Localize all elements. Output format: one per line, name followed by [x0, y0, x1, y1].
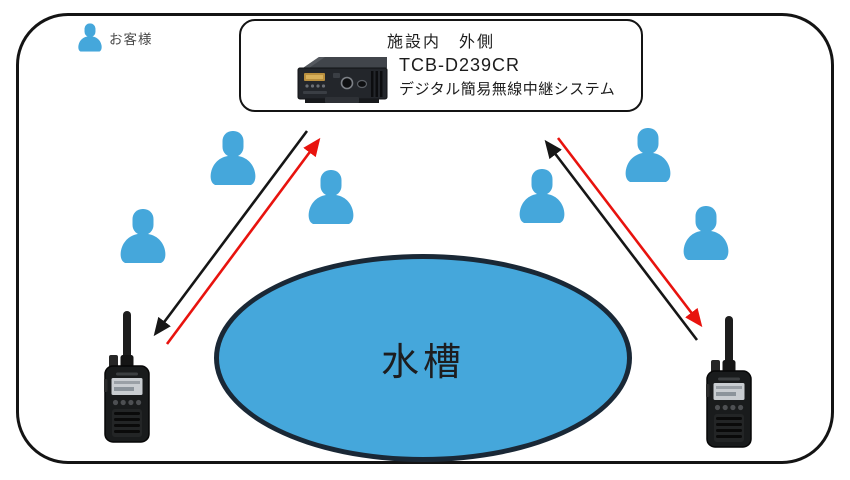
customer-legend: お客様: [78, 23, 153, 52]
water-tank-label: 水槽: [380, 341, 465, 384]
repeater-location-label: 施設内 外側: [386, 34, 495, 51]
repeater-panel: 施設内 外側 TCB-D239CR デジタル簡易無線中継システム: [239, 19, 643, 112]
handheld-radio-icon: [104, 311, 150, 443]
water-tank: 水槽: [214, 254, 632, 462]
repeater-row: TCB-D239CR デジタル簡易無線中継システム: [295, 53, 641, 107]
handheld-radio-icon: [706, 316, 752, 448]
repeater-system-name: デジタル簡易無線中継システム: [399, 81, 616, 98]
person-icon: [120, 209, 166, 263]
person-icon: [519, 169, 565, 223]
person-icon: [308, 170, 354, 224]
repeater-model: TCB-D239CR: [399, 55, 521, 75]
customer-label: お客様: [109, 31, 153, 47]
person-icon: [625, 128, 671, 182]
person-icon: [210, 131, 256, 185]
person-icon: [78, 23, 102, 52]
repeater-device-icon: [295, 53, 389, 107]
repeater-texts: TCB-D239CR デジタル簡易無線中継システム: [399, 55, 615, 99]
person-icon: [683, 206, 729, 260]
